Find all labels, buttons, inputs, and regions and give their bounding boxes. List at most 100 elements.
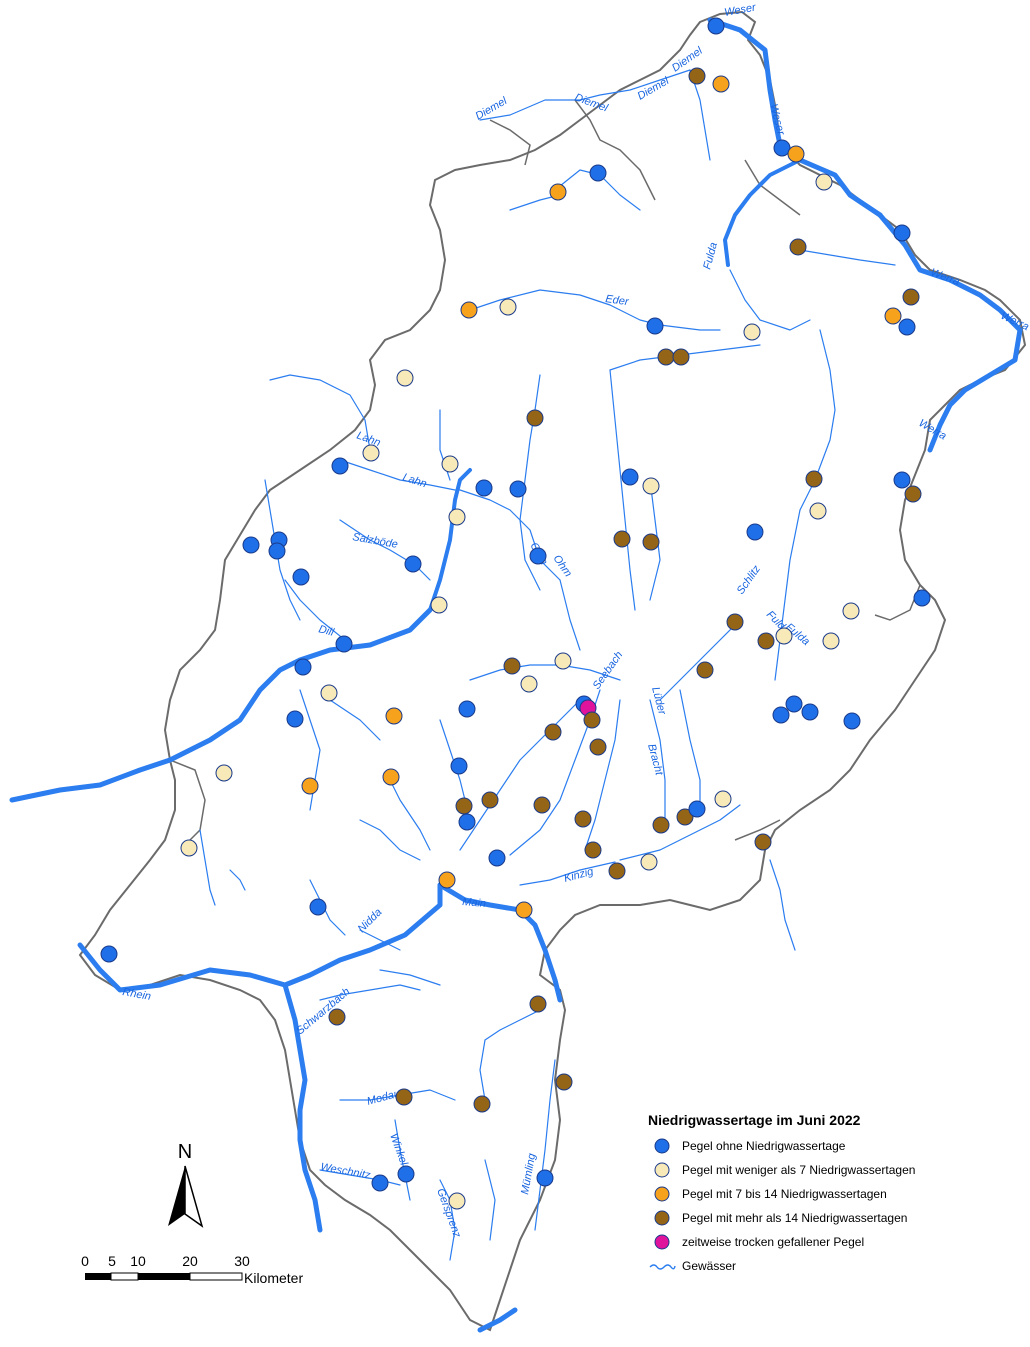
gauge-point [458,700,476,718]
gauge-point [893,224,911,242]
river-label: Eder [605,293,631,308]
gauge-point [801,703,819,721]
gauge-point [757,632,775,650]
district-border [744,159,801,216]
river-label: Seebach [591,649,626,691]
gauge-point [481,791,499,809]
gauge-point [536,1169,554,1187]
river-rhein-south [77,882,443,993]
gauge-point [515,901,533,919]
gauge-point [574,810,592,828]
gauge-point [613,530,631,548]
river-mouth-south [477,1307,518,1333]
gauge-point [884,307,902,325]
gauge-point [893,471,911,489]
gauge-point [438,871,456,889]
gauge-point [589,164,607,182]
gauge-point [785,695,803,713]
gauge-point [789,238,807,256]
legend-item: Pegel mit 7 bis 14 Niedrigwassertagen [648,1182,1028,1206]
river-label: Werra [929,267,961,288]
gauge-point [475,479,493,497]
gauge-point [688,67,706,85]
gauge-point [100,945,118,963]
gauge-point [301,777,319,795]
river-label: Weschnitz [319,1161,371,1182]
gauge-point [843,712,861,730]
legend-item-label: Pegel ohne Niedrigwassertage [682,1139,846,1153]
river-label: Fulda [701,241,720,271]
gauge-point [904,485,922,503]
gauge-point [544,723,562,741]
river-fulda [723,158,802,267]
river-main [437,882,563,1003]
gauge-point [672,348,690,366]
river-label: Ohm [551,553,575,579]
north-label: N [178,1141,192,1163]
gauge-point [589,738,607,756]
legend-item-label: Pegel mit weniger als 7 Niedrigwassertag… [682,1163,916,1177]
gauge-point [726,613,744,631]
gauge-point [898,318,916,336]
river-label: Mümling [519,1152,538,1196]
gauge-point [215,764,233,782]
gauge-dot-icon [648,1185,676,1203]
gauge-point [335,635,353,653]
gauge-point [294,658,312,676]
gauge-point [642,477,660,495]
river-label: Lahn [401,471,428,490]
gauge-point [902,288,920,306]
gauge-point [640,853,658,871]
gauge-point [746,523,764,541]
gauge-point [362,444,380,462]
gauge-point [509,480,527,498]
gauge-point [242,536,260,554]
district-border [874,584,921,621]
gauge-point [371,1174,389,1192]
north-arrow-icon: N [168,1141,204,1228]
gauge-point [714,790,732,808]
gauge-point [488,849,506,867]
gauge-point [712,75,730,93]
gauge-dot-icon [648,1209,676,1227]
river-label: Dill [317,623,335,639]
gauge-point [180,839,198,857]
gauge-point [529,995,547,1013]
legend-item-label: Gewässer [682,1259,737,1273]
gauge-point [707,17,725,35]
scale-bar: 0 5 10 20 30 Kilometer [81,1253,303,1286]
gauge-point [842,602,860,620]
gauge-point [448,1192,466,1210]
gauge-point [320,684,338,702]
gauge-point [503,657,521,675]
gauge-point [441,455,459,473]
legend-item: Gewässer [648,1254,1028,1278]
gauge-point [688,800,706,818]
river-label: Schwarzbach [294,986,352,1038]
river-line-icon [648,1257,676,1275]
state-border [78,10,1027,1332]
gauge-point [621,468,639,486]
river-label: Bracht [645,743,665,778]
river-label: Kinzig [563,865,596,885]
gauge-point [396,369,414,387]
legend-item-label: zeitweise trocken gefallener Pegel [682,1235,865,1249]
river-label: Rhein [121,986,151,1003]
river-label: Schlitz [735,563,764,597]
gauge-point [549,183,567,201]
gauge-point [526,409,544,427]
gauge-point [450,757,468,775]
scale-tick: 20 [182,1253,198,1269]
gauge-point [328,1008,346,1026]
gauge-point [554,652,572,670]
legend-item: Pegel mit weniger als 7 Niedrigwassertag… [648,1158,1028,1182]
district-border [734,819,781,841]
gauge-dot-icon [648,1233,676,1251]
river-rhein-upper [282,982,323,1233]
gauge-point [583,711,601,729]
gauge-point [913,589,931,607]
gauge-point [292,568,310,586]
gauge-point [268,542,286,560]
gauge-point [657,348,675,366]
